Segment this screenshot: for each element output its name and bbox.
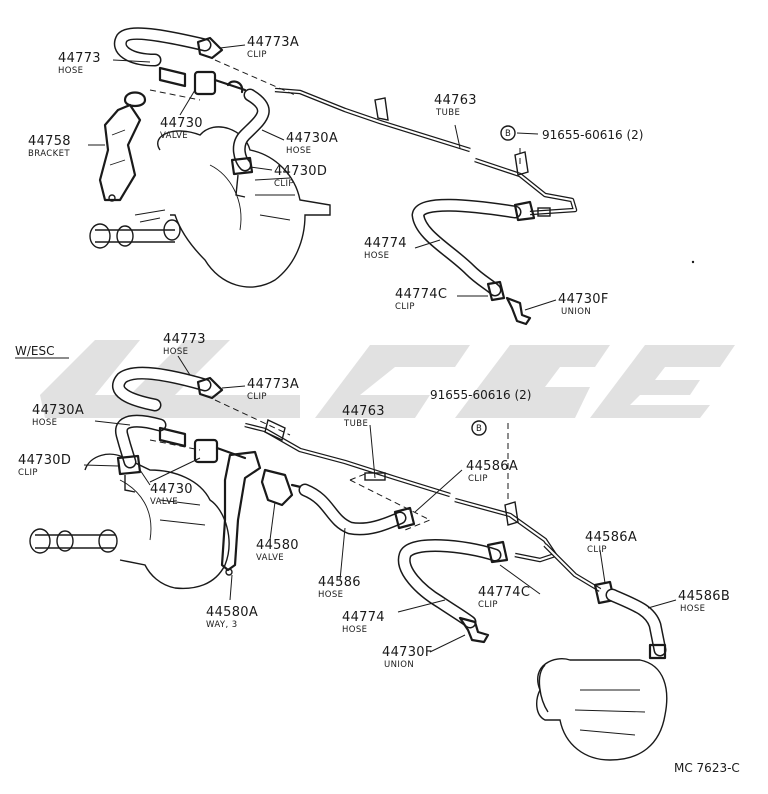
section-label-w-esc: W/ESC [15,344,55,358]
lower-leaders [83,355,677,653]
part-desc-44774C-u: CLIP [395,302,415,312]
part-desc-44586-l: HOSE [318,590,343,600]
part-number-44586B-l: 44586B [678,589,730,604]
part-number-44730-l: 44730 [150,482,193,497]
part-desc-44758-u: BRACKET [28,149,70,159]
part-number-44774C-u: 44774C [395,287,447,302]
part-number-44730D-l: 44730D [18,453,71,468]
part-number-44580-l: 44580 [256,538,299,553]
part-desc-44773A-u: CLIP [247,50,267,60]
part-number-44730F-l: 44730F [382,645,433,660]
part-number-44774C-l: 44774C [478,585,530,600]
part-number-44774-l: 44774 [342,610,385,625]
part-desc-44580A-l: WAY, 3 [206,620,238,630]
part-number-44730A-u: 44730A [286,131,338,146]
part-desc-44763-l: TUBE [343,419,368,429]
upper-assembly-drawing: B [89,27,695,326]
part-number-44773-u: 44773 [58,51,101,66]
upper-leaders [88,44,557,311]
lower-assembly-drawing: B [29,366,668,761]
part-number-44763-u: 44763 [434,93,477,108]
part-desc-44730F-u: UNION [561,307,591,317]
part-number-91655-u: 91655-60616 (2) [542,128,644,142]
part-desc-44586B-l: HOSE [680,604,705,614]
part-desc-44730A-u: HOSE [286,146,311,156]
part-desc-44586A-l2: CLIP [587,545,607,555]
part-number-44586A-l1: 44586A [466,459,518,474]
part-desc-44730A-l: HOSE [32,418,57,428]
part-desc-44580-l: VALVE [256,553,284,563]
part-desc-44763-u: TUBE [435,108,460,118]
bolt-marker-upper: B [505,129,511,139]
part-desc-44730D-l: CLIP [18,468,38,478]
part-number-44586A-l2: 44586A [585,530,637,545]
part-number-91655-l: 91655-60616 (2) [430,388,532,402]
part-number-44773A-u: 44773A [247,35,299,50]
part-number-44580A-l: 44580A [206,605,258,620]
part-desc-44774-u: HOSE [364,251,389,261]
part-desc-44730-l: VALVE [150,497,178,507]
part-number-44730D-u: 44730D [274,164,327,179]
part-desc-44774-l: HOSE [342,625,367,635]
part-number-44730A-l: 44730A [32,403,84,418]
part-number-44586-l: 44586 [318,575,361,590]
part-desc-44773-u: HOSE [58,66,83,76]
part-desc-44730D-u: CLIP [274,179,294,189]
part-desc-44730-u: VALVE [160,131,188,141]
part-number-44773-l: 44773 [163,332,206,347]
bolt-marker-lower: B [476,424,482,434]
part-desc-44773-l: HOSE [163,347,188,357]
upper-labels: 44773 HOSE 44773A CLIP 44730 VALVE 44758… [28,35,644,317]
part-desc-44730F-l: UNION [384,660,414,670]
part-desc-44773A-l: CLIP [247,392,267,402]
part-number-44730F-u: 44730F [558,292,609,307]
part-number-44763-l: 44763 [342,404,385,419]
part-number-44773A-l: 44773A [247,377,299,392]
part-desc-44586A-l1: CLIP [468,474,488,484]
part-number-44730-u: 44730 [160,116,203,131]
part-desc-44774C-l: CLIP [478,600,498,610]
drawing-code: MC 7623-C [674,761,740,775]
part-number-44758-u: 44758 [28,134,71,149]
part-number-44774-u: 44774 [364,236,407,251]
lower-labels: 44773 HOSE 44773A CLIP 44730A HOSE 44730… [18,332,730,670]
